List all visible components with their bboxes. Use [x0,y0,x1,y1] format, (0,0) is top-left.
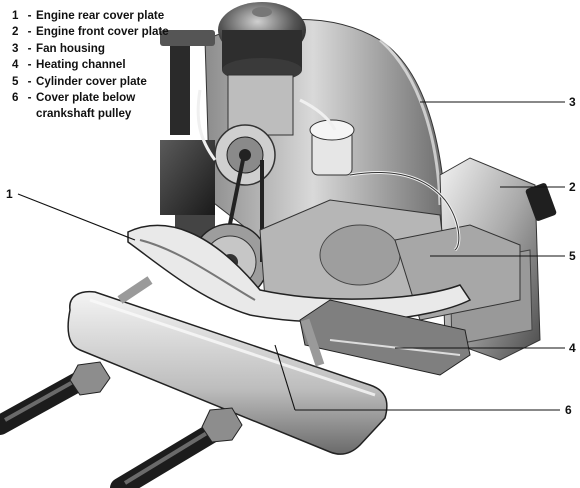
legend-number: 4 [12,58,19,72]
callout-3: 3 [569,95,576,109]
legend-label: Cover plate below crankshaft pulley [36,91,136,121]
legend-dash: - [27,41,32,55]
frame-tubes [117,276,325,367]
legend-dash: - [27,9,32,22]
legend-item: 6 - Cover plate below crankshaft pulley [12,90,186,123]
leader-line-6 [274,344,296,411]
callout-4: 4 [569,341,576,355]
callout-6: 6 [565,403,572,417]
legend-label: Fan housing [36,41,105,55]
legend-number: 3 [12,41,19,55]
legend-dash: - [27,58,32,72]
legend-number: 5 [12,74,19,88]
legend-number: 2 [12,25,19,39]
legend-dash: - [27,25,32,39]
muffler [67,290,388,455]
leader-lines [17,101,565,411]
legend-item: 4 - Heating channel [12,57,186,73]
air-filter [218,2,306,82]
distributor [309,119,355,176]
leader-line-1 [17,193,136,241]
legend-label: Engine front cover plate [36,25,169,39]
rear-cover-plate [127,224,472,323]
legend-label: Heating channel [36,58,126,72]
legend-item: 5 - Cylinder cover plate [12,74,186,90]
callout-1: 1 [6,187,13,201]
callout-5: 5 [569,249,576,263]
crankcase [259,199,451,321]
legend-dash: - [27,91,32,105]
legend-item: 2 - Engine front cover plate [12,24,186,40]
legend-item: 3 - Fan housing [12,41,186,57]
legend-item: 1 - Engine rear cover plate [12,8,186,24]
legend-dash: - [27,74,32,88]
legend-number: 1 [12,9,19,22]
callout-2: 2 [569,180,576,194]
parts-legend: 1 - Engine rear cover plate 2 - Engine f… [12,8,186,123]
legend-number: 6 [12,91,19,105]
tailpipe-right [110,407,243,488]
legend-label: Engine rear cover plate [36,9,165,22]
tailpipe-left [0,361,111,435]
legend-label: Cylinder cover plate [36,74,147,88]
